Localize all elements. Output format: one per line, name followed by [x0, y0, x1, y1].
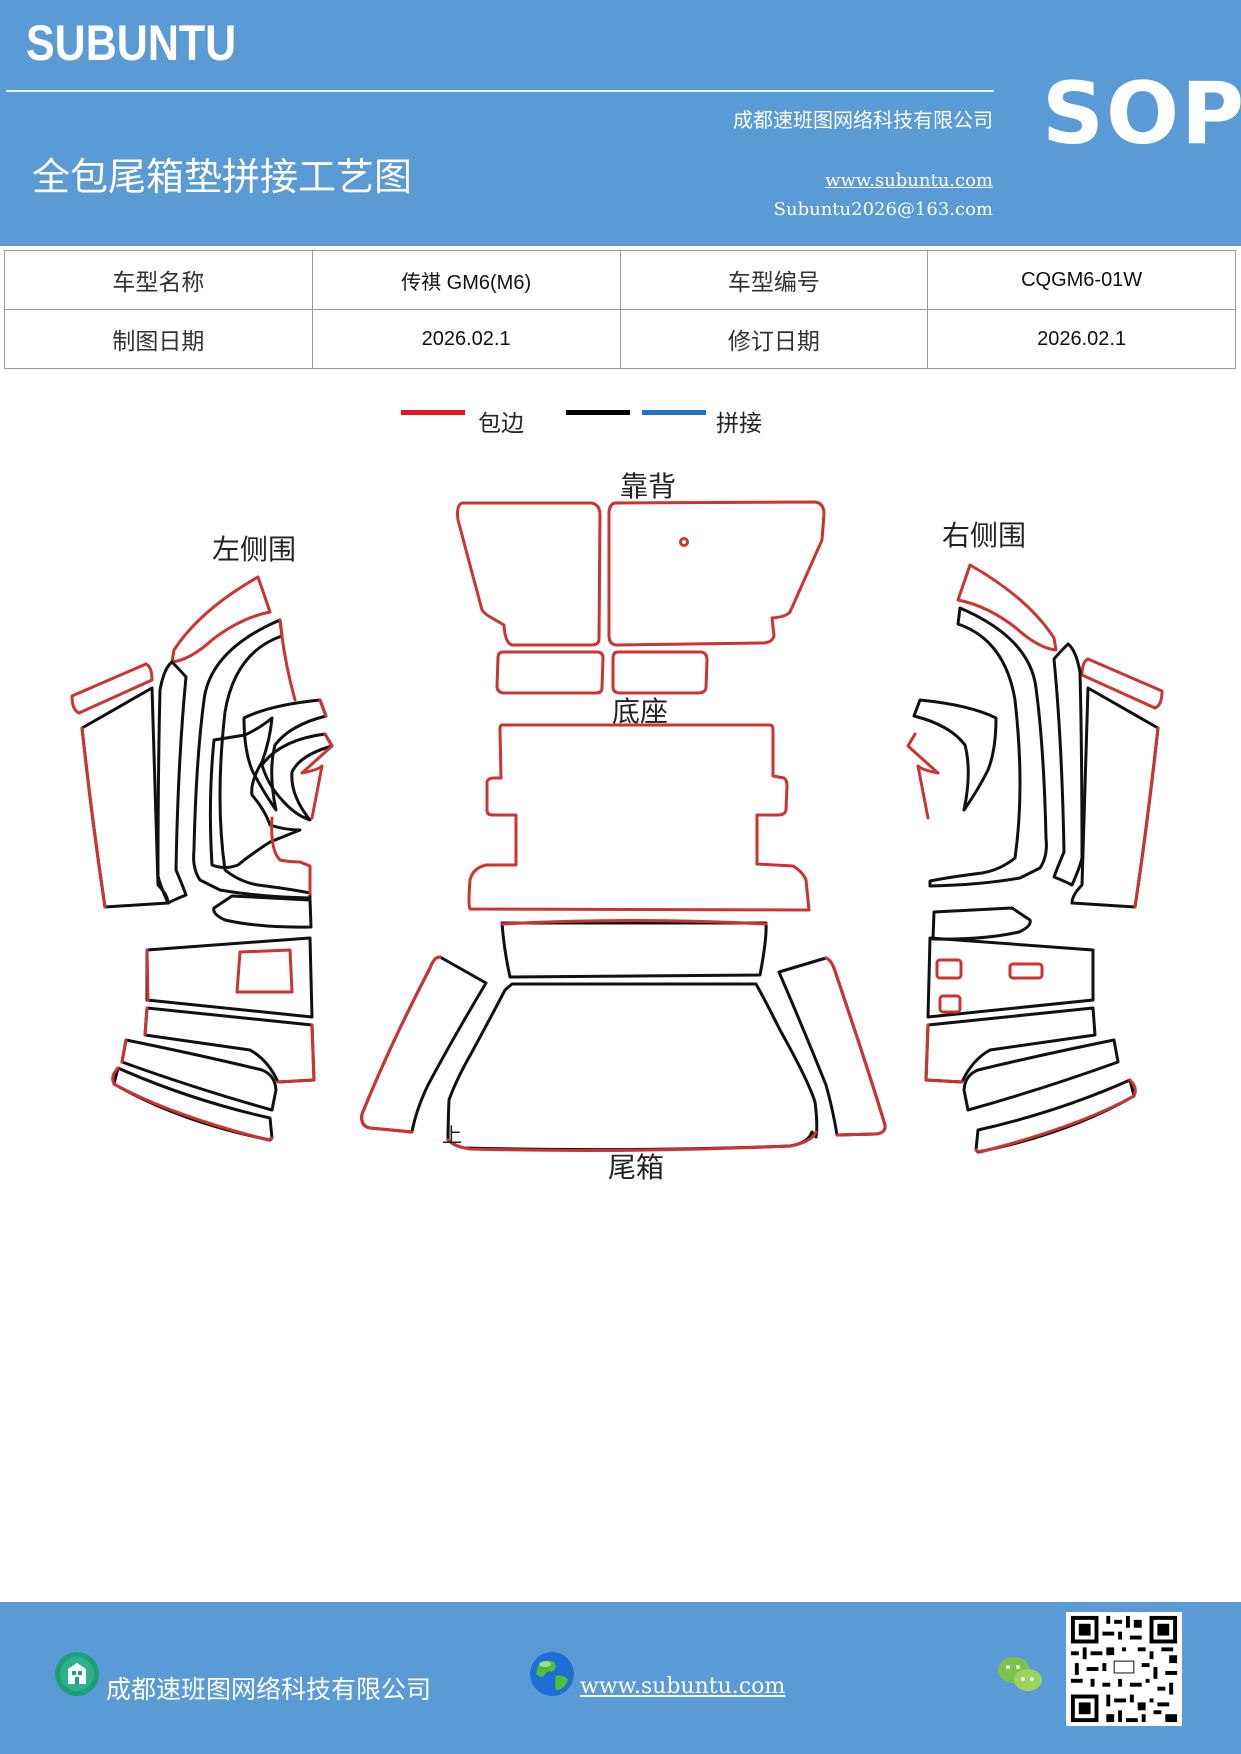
right-hole-1 [935, 958, 963, 980]
left-outer-tab [70, 662, 154, 715]
email-address: Subuntu2026@163.com [773, 199, 993, 220]
left-wing-1-red [318, 698, 328, 718]
left-strip-b-red [145, 948, 150, 1002]
draw-date-value: 2026.02.1 [311, 309, 621, 369]
model-name-label: 车型名称 [4, 250, 313, 310]
trunk-pieces [360, 919, 887, 1152]
label-right-side: 右侧围 [942, 519, 1026, 552]
table-row: 车型名称 传祺 GM6(M6) 车型编号 CQGM6-01W [4, 250, 1236, 310]
right-strip-e-red [974, 1078, 1137, 1154]
left-strip-c [143, 1006, 316, 1084]
legend-edge-swatch [401, 410, 465, 415]
seat-piece [467, 723, 811, 912]
right-outer-panel [1070, 686, 1160, 909]
right-strip-a [931, 906, 1032, 941]
left-arch-red [278, 618, 297, 702]
right-hole-3 [938, 994, 962, 1014]
model-code-label: 车型编号 [619, 250, 929, 310]
trunk-right-wing-red [824, 956, 887, 1137]
right-strip-e [974, 1078, 1136, 1154]
qr-code-image [1067, 1612, 1181, 1726]
legend-edge-label: 包边 [478, 411, 524, 437]
right-strip-c [924, 1006, 1097, 1084]
right-top-arc-red [956, 563, 1058, 652]
label-left-side: 左侧围 [212, 533, 296, 566]
right-pillar [1052, 642, 1084, 887]
right-hole-2 [1008, 962, 1044, 980]
right-side-pieces [906, 563, 1164, 1154]
legend-joint-swatch [642, 410, 706, 415]
left-wing-2-red [300, 732, 334, 820]
right-window-holes [935, 958, 1044, 1014]
label-trunk: 尾箱 [608, 1151, 664, 1184]
revise-date-value: 2026.02.1 [927, 309, 1236, 369]
header-banner: SUBUNTU 成都速班图网络科技有限公司 全包尾箱垫拼接工艺图 www.sub… [0, 0, 1241, 246]
model-name-value: 传祺 GM6(M6) [311, 250, 621, 310]
company-name: 成都速班图网络科技有限公司 [733, 108, 993, 132]
left-mid-panel [208, 716, 302, 869]
footer-company: 成都速班图网络科技有限公司 [106, 1675, 432, 1704]
left-mid-red [270, 816, 312, 896]
globe-icon [530, 1652, 574, 1696]
backrest-left-panel [456, 501, 602, 647]
legend-joint-label: 拼接 [716, 411, 762, 437]
header-divider [6, 90, 994, 92]
right-wing-2-red [906, 732, 940, 820]
footer-website-link[interactable]: www.subuntu.com [580, 1674, 786, 1699]
label-backrest: 靠背 [620, 470, 676, 503]
right-strip-d [962, 1038, 1120, 1112]
backrest-strip-left [495, 650, 605, 695]
right-strip-c-red [924, 1023, 964, 1084]
right-outer-tab [1080, 657, 1164, 710]
wechat-icon [998, 1657, 1042, 1691]
sop-badge: SOP [1042, 64, 1241, 164]
right-outer-panel-red [1133, 726, 1160, 909]
left-window [235, 948, 294, 994]
left-strip-a [212, 894, 313, 929]
footer-banner: 成都速班图网络科技有限公司 www.subuntu.com [0, 1602, 1241, 1754]
right-arch-panel [928, 606, 1048, 888]
brand-logo: SUBUNTU [26, 15, 237, 71]
left-outer-panel-red [80, 726, 107, 909]
left-strip-d [120, 1038, 278, 1112]
left-pillar [156, 660, 188, 905]
info-table: 车型名称 传祺 GM6(M6) 车型编号 CQGM6-01W 制图日期 2026… [4, 250, 1236, 369]
left-wing-2 [260, 732, 334, 822]
backrest-pieces [456, 500, 826, 695]
page-title: 全包尾箱垫拼接工艺图 [32, 155, 413, 199]
left-wing-1 [242, 698, 328, 812]
qr-code [1066, 1612, 1182, 1726]
right-strip-b [926, 936, 1095, 1019]
table-row: 制图日期 2026.02.1 修订日期 2026.02.1 [4, 309, 1236, 369]
trunk-left-wing-red [360, 955, 442, 1134]
left-side-pieces [70, 575, 334, 1142]
backrest-hole [679, 537, 689, 547]
website-link[interactable]: www.subuntu.com [825, 170, 993, 191]
left-outer-panel [80, 686, 170, 909]
draw-date-label: 制图日期 [4, 309, 313, 369]
trunk-red-top [500, 919, 768, 926]
right-wing-1 [912, 698, 998, 812]
building-icon [55, 1652, 99, 1696]
trunk-right-wing [777, 956, 887, 1137]
label-up-mark: 上 [442, 1123, 462, 1147]
left-top-arc-red [170, 575, 272, 664]
left-strip-d-red [120, 1038, 128, 1064]
left-strip-c-red [143, 1006, 316, 1084]
legend-line-swatch [566, 410, 630, 415]
backrest-strip-right [611, 650, 709, 695]
revise-date-label: 修订日期 [619, 309, 929, 369]
trunk-main [446, 982, 819, 1152]
left-strip-e-red [111, 1066, 274, 1142]
left-arch-panel [192, 618, 312, 900]
legend: 包边 拼接 [0, 400, 1241, 440]
model-code-value: CQGM6-01W [927, 250, 1236, 310]
trunk-upper-strip [500, 921, 768, 979]
backrest-right-panel [607, 500, 826, 647]
trunk-main-bottom-red [446, 1130, 818, 1152]
label-seat: 底座 [612, 695, 668, 728]
